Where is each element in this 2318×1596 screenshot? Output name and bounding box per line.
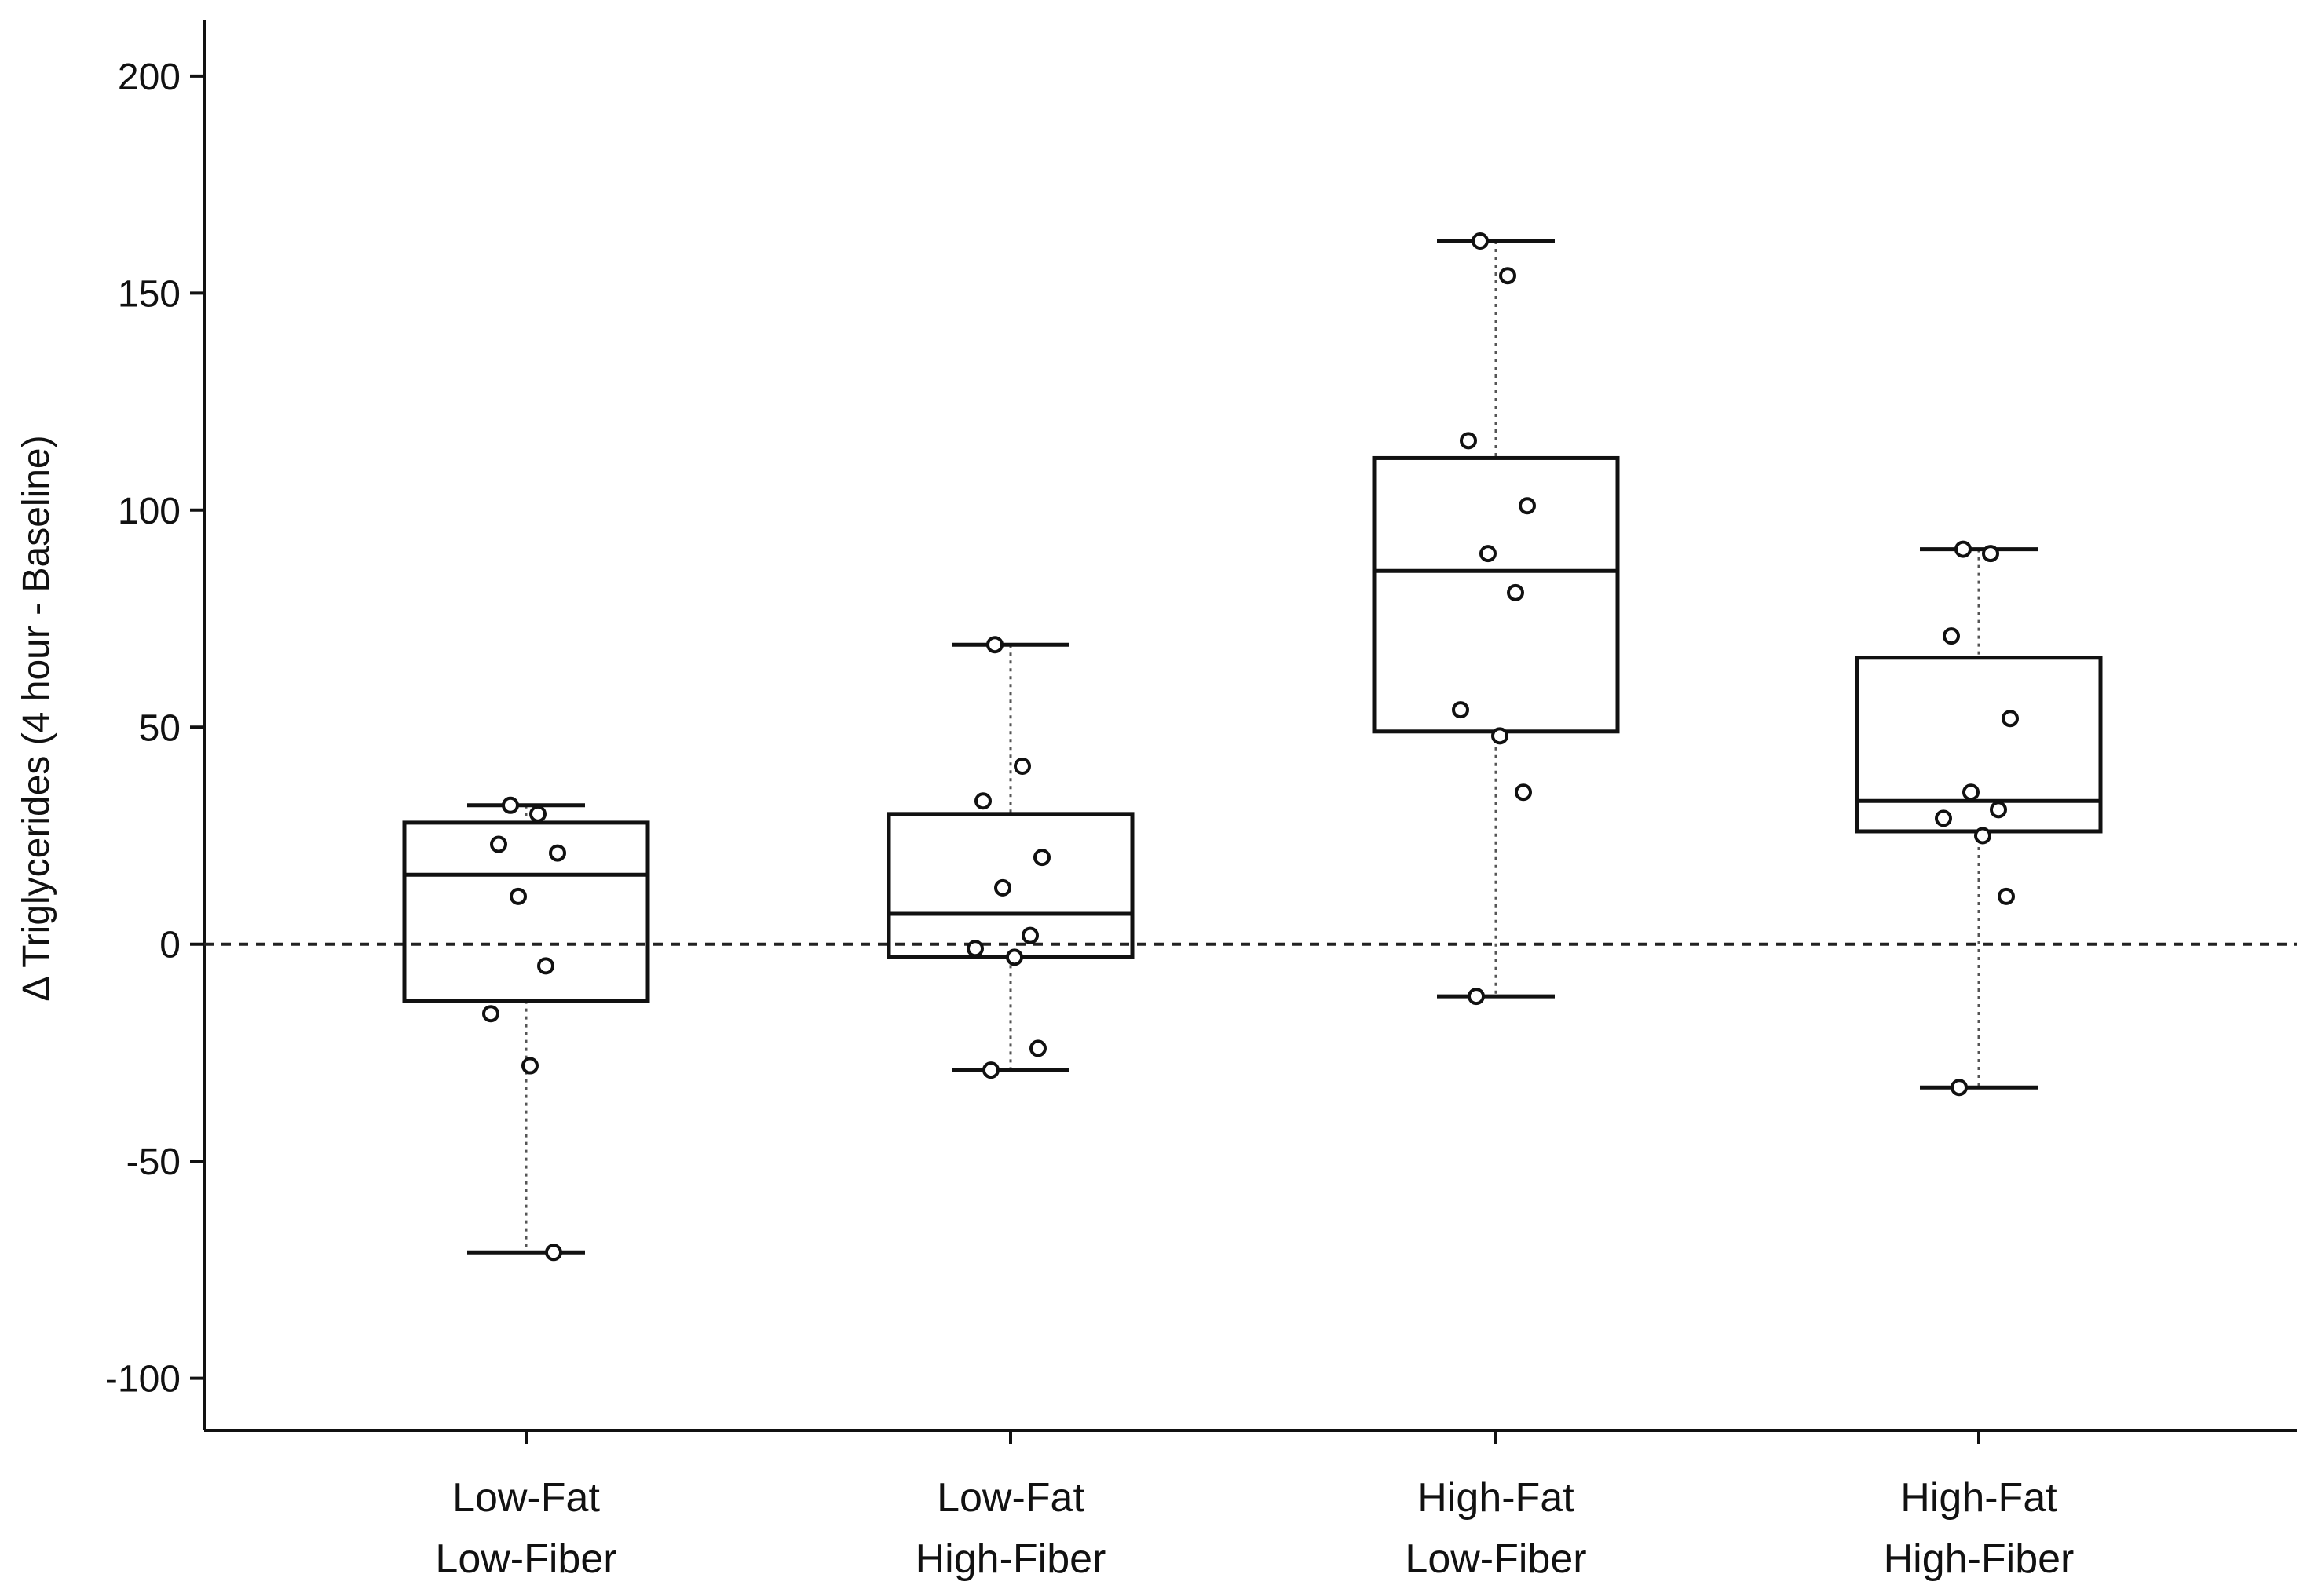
data-point — [510, 887, 527, 905]
data-point — [1006, 948, 1023, 966]
y-tick-label: 50 — [139, 707, 181, 749]
data-point — [482, 1005, 499, 1023]
data-point — [982, 1061, 1000, 1079]
data-point — [1479, 545, 1497, 563]
data-point — [1460, 432, 1477, 450]
data-point — [974, 792, 992, 810]
data-point — [1472, 232, 1489, 250]
data-point — [986, 636, 1004, 654]
data-point — [545, 1244, 562, 1262]
data-point — [529, 805, 547, 823]
data-point — [1491, 727, 1508, 745]
x-category-label-line1: High-Fat — [1900, 1475, 2057, 1521]
data-point — [1943, 627, 1960, 645]
data-point — [1468, 988, 1485, 1006]
data-point — [1962, 783, 1980, 802]
data-point — [1515, 783, 1532, 802]
data-point — [1951, 1079, 1968, 1097]
x-category-label-line2: Low-Fiber — [1405, 1536, 1586, 1582]
box-iqr — [1372, 455, 1620, 734]
data-point — [1014, 758, 1031, 776]
data-point — [1499, 267, 1516, 285]
data-point — [1022, 926, 1039, 944]
data-point — [2002, 710, 2019, 728]
x-category-label-line1: Low-Fat — [452, 1475, 600, 1521]
y-tick-label: 200 — [118, 57, 181, 98]
y-axis: 200 150 100 50 0 -50 -100 — [105, 20, 206, 1430]
x-category-label-line1: High-Fat — [1417, 1475, 1574, 1521]
box-2 — [887, 636, 1135, 1079]
box-iqr — [402, 820, 650, 1003]
x-category-label-line1: Low-Fat — [937, 1475, 1084, 1521]
data-point — [1982, 545, 1999, 563]
data-point — [502, 796, 519, 814]
x-category-label-line2: Low-Fiber — [435, 1536, 616, 1582]
y-tick-label: 150 — [118, 273, 181, 315]
x-category-label-line2: High-Fiber — [1884, 1536, 2075, 1582]
data-point — [537, 957, 554, 975]
box-1 — [402, 796, 650, 1262]
data-point — [490, 835, 507, 853]
box-iqr — [1855, 656, 2103, 834]
y-tick-label: -100 — [105, 1359, 181, 1401]
data-point — [1974, 827, 1991, 845]
data-point — [1452, 701, 1469, 719]
y-tick-label: -50 — [126, 1141, 181, 1183]
data-point — [1029, 1039, 1047, 1057]
data-point — [521, 1057, 539, 1075]
data-point — [994, 878, 1011, 897]
data-point — [1990, 801, 2007, 819]
data-point — [967, 940, 984, 958]
data-point — [1954, 540, 1972, 558]
y-tick-label: 0 — [159, 925, 181, 966]
box-3 — [1372, 232, 1620, 1006]
y-tick-label: 100 — [118, 491, 181, 532]
data-point — [549, 844, 566, 862]
y-axis-title: Δ Triglycerides (4 hour - Baseline) — [16, 435, 57, 1001]
x-category-label-line2: High-Fiber — [916, 1536, 1106, 1582]
data-point — [1935, 809, 1952, 827]
data-point — [1519, 497, 1536, 515]
data-point — [1033, 849, 1051, 867]
boxes-group — [402, 232, 2103, 1262]
box-4 — [1855, 540, 2103, 1097]
data-point — [1998, 887, 2015, 905]
data-point — [1507, 583, 1524, 601]
